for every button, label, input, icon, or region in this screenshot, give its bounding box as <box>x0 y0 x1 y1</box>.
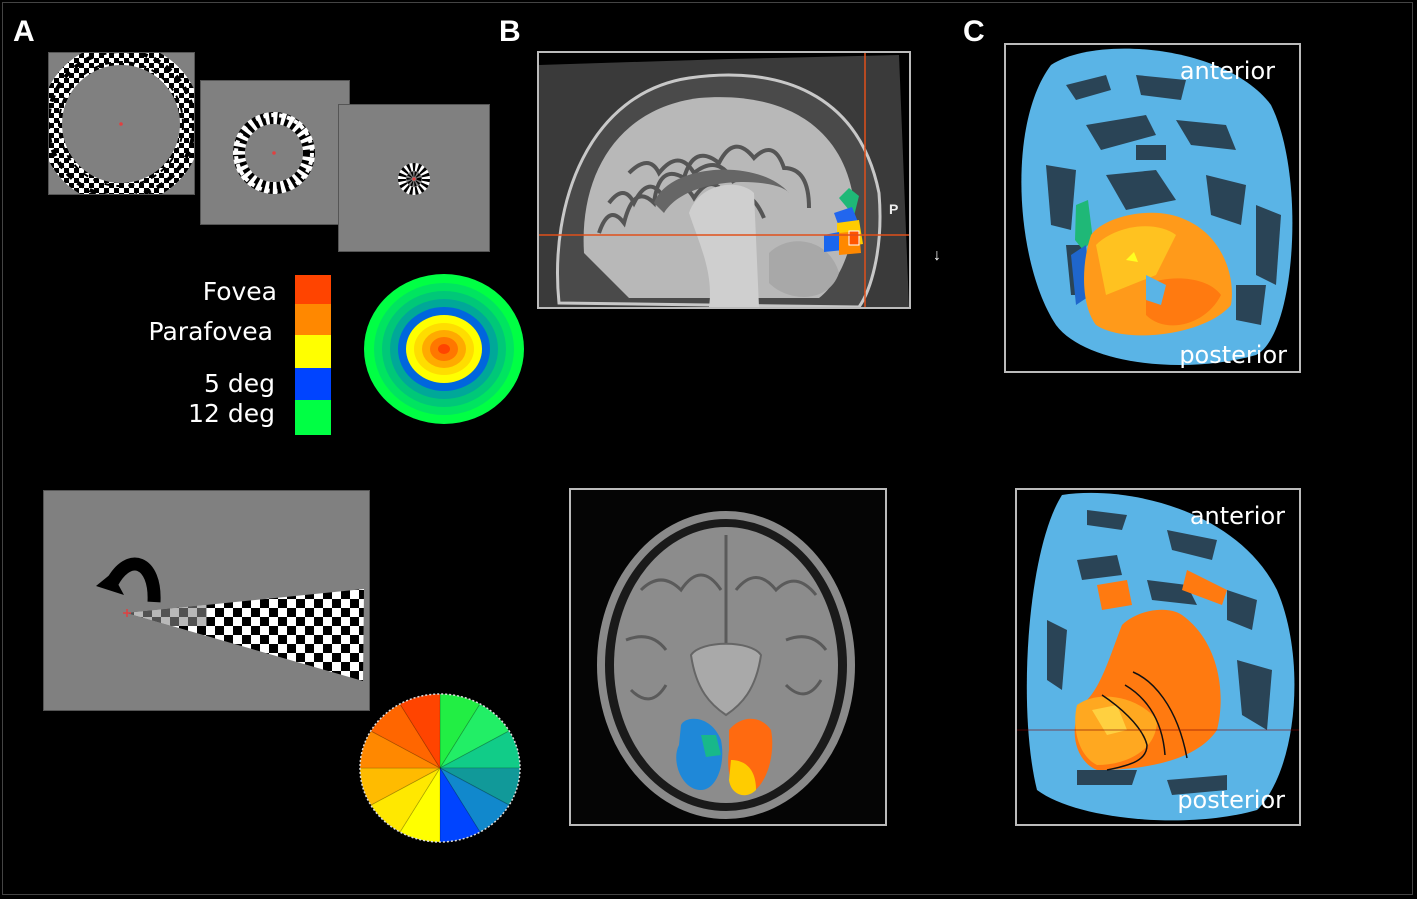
legend-label-parafovea: Parafovea <box>148 317 273 346</box>
axial-mri-view <box>569 488 887 826</box>
polar-angle-wheel <box>359 693 521 848</box>
ring-stimulus-large <box>40 43 202 205</box>
label-posterior-bottom: posterior <box>1177 786 1285 814</box>
label-posterior-top: posterior <box>1179 341 1287 369</box>
down-arrow-icon: ↓ <box>933 247 941 264</box>
sagittal-mri-view: P <box>537 51 911 309</box>
inflated-cortex-view-bottom: anterior posterior <box>1015 488 1301 826</box>
ring-stimulus-small <box>338 104 490 252</box>
legend-label-5deg: 5 deg <box>204 369 275 398</box>
posterior-marker: P <box>889 201 899 217</box>
eccentricity-colorbar <box>295 275 331 435</box>
legend-label-12deg: 12 deg <box>188 399 275 428</box>
wedge-stimulus <box>43 490 370 711</box>
activation-overlay <box>824 188 863 255</box>
label-anterior-top: anterior <box>1179 57 1275 85</box>
boundary-lines <box>1101 671 1188 771</box>
ring-stimulus-medium <box>200 80 350 225</box>
panel-label-c: C <box>963 15 985 48</box>
panel-label-b: B <box>499 15 521 48</box>
panel-label-a: A <box>13 15 35 48</box>
inflated-cortex-view-top: anterior posterior <box>1004 43 1301 373</box>
fixation-cross-icon <box>123 609 131 617</box>
legend-label-fovea: Fovea <box>202 277 277 306</box>
cortex-activation-overlay <box>1071 200 1232 336</box>
eccentricity-disc <box>363 273 525 430</box>
axial-activation-overlay <box>676 718 773 796</box>
label-anterior-bottom: anterior <box>1189 502 1285 530</box>
